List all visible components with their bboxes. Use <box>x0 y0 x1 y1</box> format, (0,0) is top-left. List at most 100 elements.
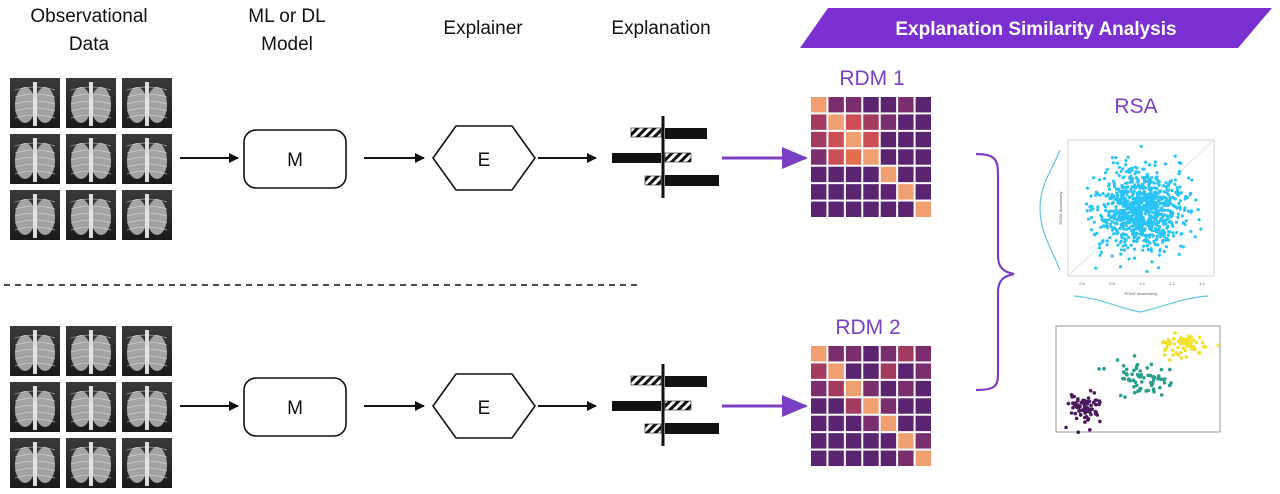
rdm-cell <box>863 184 879 200</box>
scatter-x-tick: 1.4 <box>1199 281 1205 286</box>
rdm-cell <box>828 415 844 432</box>
rdm-cell <box>880 415 897 432</box>
xray-thumbnail <box>10 134 60 184</box>
rdm-2-title: RDM 2 <box>835 316 900 339</box>
rdm-1-matrix <box>809 95 933 219</box>
rdm-cell <box>828 184 844 200</box>
rdm-cell <box>880 97 897 113</box>
scatter-x-tick: 0.6 <box>1079 281 1085 286</box>
xray-thumbnail <box>122 190 172 240</box>
pipeline-row-1: M E RDM 1 <box>180 67 933 219</box>
rdm-cell <box>915 131 931 148</box>
model-box-label-1: M <box>287 150 303 171</box>
rdm-cell <box>898 433 914 449</box>
rdm-cell <box>915 415 931 432</box>
model-header-line1: ML or DL <box>248 6 325 27</box>
rdm-cell <box>898 398 914 414</box>
rdm-cell <box>845 114 862 130</box>
rdm-cell <box>845 346 862 362</box>
rdm-cell <box>828 166 844 183</box>
rdm-cell <box>863 380 879 397</box>
rdm-cell <box>863 415 879 432</box>
xray-thumbnail <box>10 78 60 128</box>
rdm-cell <box>828 363 844 379</box>
marginal-density-left <box>1039 149 1061 271</box>
rdm-cell <box>863 398 879 414</box>
rdm-cell <box>845 450 862 466</box>
rdm-cell <box>863 97 879 113</box>
rdm-cell <box>915 114 931 130</box>
xray-thumbnail <box>122 438 172 488</box>
rdm-cell <box>828 450 844 466</box>
rdm-cell <box>845 97 862 113</box>
rdm-cell <box>863 149 879 165</box>
model-box-label-2: M <box>287 398 303 419</box>
rdm-cell <box>845 415 862 432</box>
rdm-2-matrix <box>809 344 933 468</box>
rdm-cell <box>880 398 897 414</box>
rdm-cell <box>898 380 914 397</box>
xray-thumbnail <box>66 134 116 184</box>
rdm-cell <box>880 363 897 379</box>
explanation-bars-1 <box>612 116 719 198</box>
rdm-cell <box>863 363 879 379</box>
rdm-cell <box>845 131 862 148</box>
explainer-hexagon-1 <box>432 125 536 191</box>
rdm-cell <box>898 114 914 130</box>
explanation-header: Explanation <box>611 18 710 39</box>
rdm-cell <box>811 97 827 113</box>
xray-image-grid-bottom <box>10 326 172 488</box>
xray-thumbnail <box>10 382 60 432</box>
rdm-cell <box>863 131 879 148</box>
explainer-hexagon-2 <box>432 373 536 439</box>
rdm-cell <box>915 166 931 183</box>
rdm-cell <box>915 149 931 165</box>
rdm-cell <box>915 201 931 217</box>
scatter-y-label: RDM1 dissimilarity <box>1058 191 1063 224</box>
rdm-cell <box>828 97 844 113</box>
xray-thumbnail <box>122 78 172 128</box>
xray-thumbnail <box>66 78 116 128</box>
explainer-header: Explainer <box>443 18 523 39</box>
rdm-cell <box>898 363 914 379</box>
rdm-1-title: RDM 1 <box>839 67 904 90</box>
rdm-cell <box>828 114 844 130</box>
rsa-title: RSA <box>1114 95 1157 118</box>
rdm-cell <box>811 380 827 397</box>
rdm-cell <box>880 346 897 362</box>
rdm-cell <box>898 97 914 113</box>
rdm-cell <box>811 201 827 217</box>
rdm-cell <box>898 184 914 200</box>
rdm-cell <box>828 149 844 165</box>
rdm-cell <box>898 346 914 362</box>
explanation-bars-2 <box>612 364 719 446</box>
rdm-cell <box>880 380 897 397</box>
rdm-cell <box>863 450 879 466</box>
rdm-cell <box>863 114 879 130</box>
rdm-cell <box>863 166 879 183</box>
rdm-cell <box>811 346 827 362</box>
rdm-cell <box>915 380 931 397</box>
rdm-cell <box>915 450 931 466</box>
xray-thumbnail <box>10 438 60 488</box>
rdm-cell <box>880 131 897 148</box>
scatter-x-tick: 1.2 <box>1169 281 1175 286</box>
rdm-cell <box>863 433 879 449</box>
rdm-cell <box>880 149 897 165</box>
curly-brace <box>975 152 1015 392</box>
rdm-cell <box>845 166 862 183</box>
xray-thumbnail <box>66 190 116 240</box>
rdm-cell <box>898 131 914 148</box>
rdm-cell <box>915 184 931 200</box>
rdm-cell <box>915 398 931 414</box>
rdm-cell <box>845 184 862 200</box>
rdm-cell <box>845 433 862 449</box>
rdm-cell <box>828 201 844 217</box>
explainer-label-1: E <box>478 150 491 171</box>
marginal-density-bottom <box>1073 295 1209 313</box>
rdm-cell <box>915 97 931 113</box>
observational-data-header-line1: Observational <box>30 6 147 27</box>
rdm-cell <box>880 433 897 449</box>
rdm-cell <box>811 184 827 200</box>
rdm-cell <box>898 201 914 217</box>
